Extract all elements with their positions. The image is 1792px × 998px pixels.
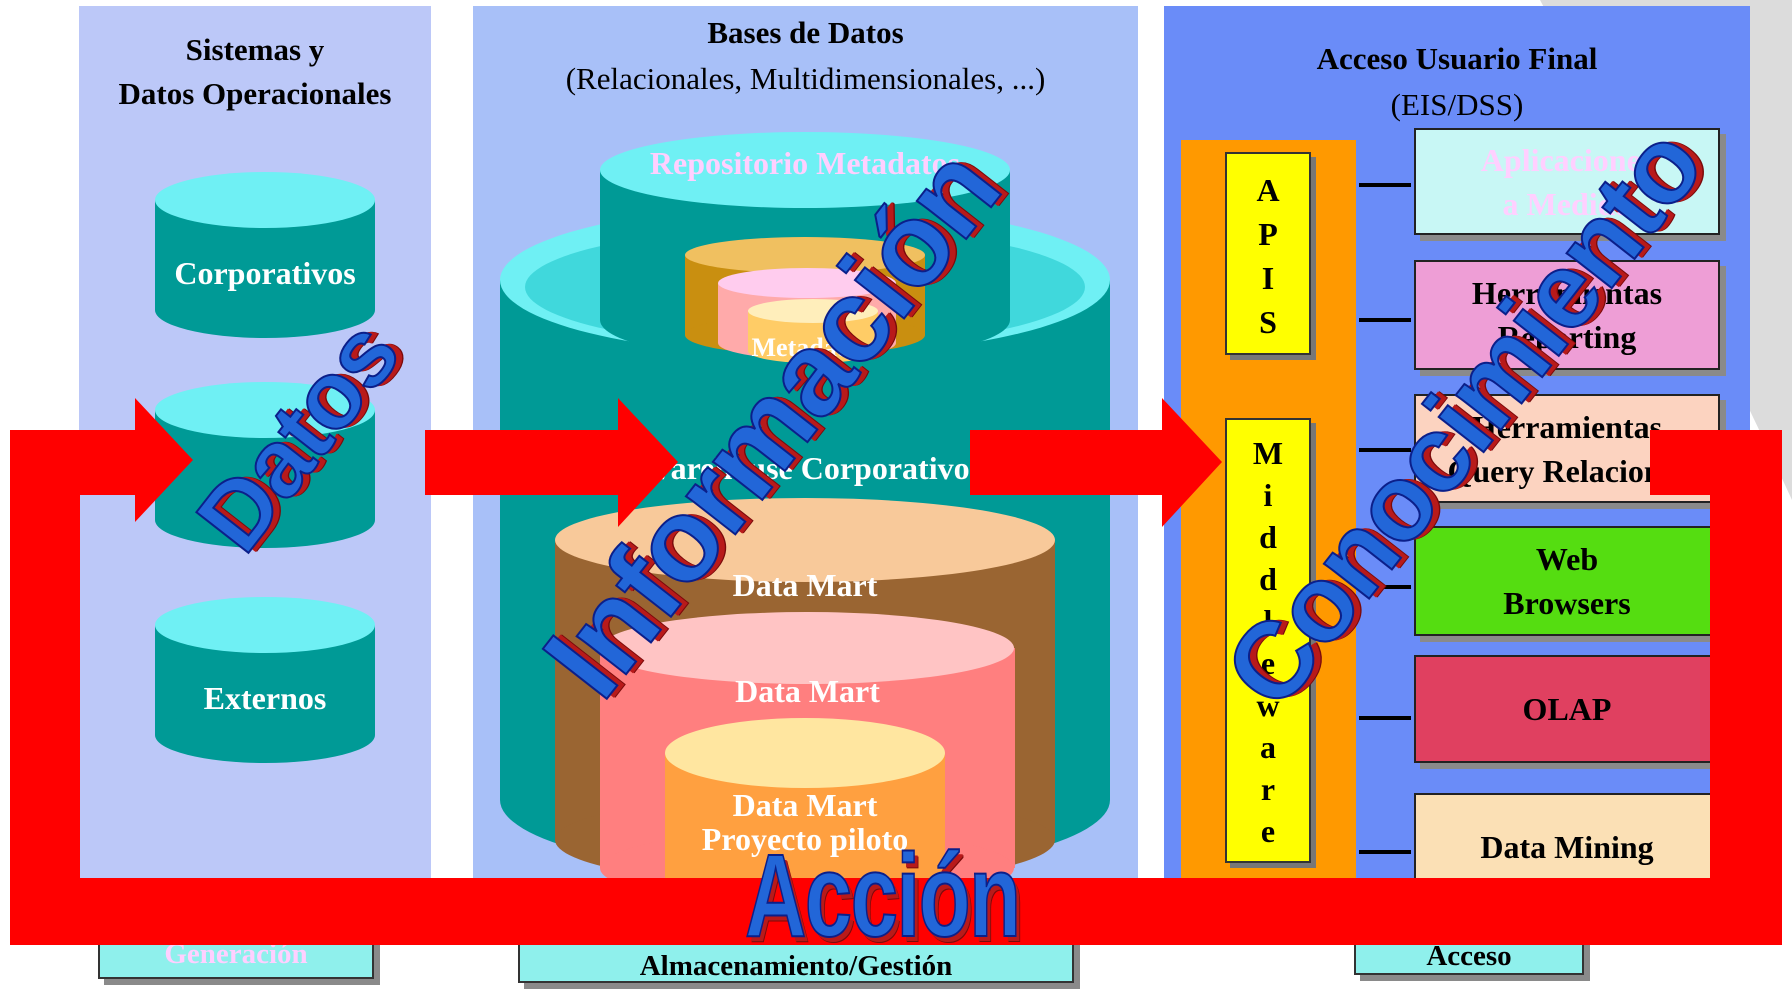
tool-custom-apps: Aplicaciones a Medida — [1414, 128, 1720, 235]
tool-line: Browsers — [1503, 585, 1631, 621]
connector-line — [1359, 318, 1411, 322]
middleware-letter: d — [1259, 519, 1277, 555]
data-mart-1-label: Data Mart — [732, 567, 878, 603]
tool-line: Data Mining — [1480, 829, 1654, 865]
data-mart-3-label: Data Mart Proyecto piloto — [660, 788, 950, 856]
operational-title: Sistemas y Datos Operacionales — [79, 28, 431, 116]
access-subtitle: (EIS/DSS) — [1390, 87, 1524, 122]
middleware-letter: r — [1260, 771, 1276, 807]
apis-letter: S — [1259, 304, 1277, 340]
tool-line: a Medida — [1502, 185, 1632, 222]
tool-line: Web — [1535, 541, 1599, 577]
middleware-letter: e — [1260, 645, 1276, 681]
repository-label: Repositorio Metadatos — [649, 145, 961, 181]
apis-box: A P I S — [1225, 152, 1311, 355]
metadata-label: Metadatos — [751, 333, 869, 362]
databases-title: Bases de Datos (Relacionales, Multidimen… — [473, 10, 1138, 102]
tool-line: Herramientas — [1471, 275, 1663, 311]
access-title-line: Acceso Usuario Final — [1316, 41, 1598, 76]
databases-subtitle: (Relacionales, Multidimensionales, ...) — [565, 61, 1046, 96]
arrow-informacion-to-conocimiento — [970, 398, 1222, 527]
data-mart-3-cylinder — [665, 718, 945, 911]
connector-line — [1359, 183, 1411, 187]
source-externos: Externos — [203, 680, 327, 716]
middleware-letter: M — [1252, 435, 1284, 471]
connector-line — [1359, 716, 1411, 720]
connector-line — [1359, 850, 1411, 854]
data-mart-2-label: Data Mart — [735, 673, 880, 709]
connector-line — [1359, 585, 1411, 589]
middleware-letter: i — [1263, 477, 1273, 513]
middleware-letter: d — [1259, 561, 1277, 597]
apis-letter: I — [1261, 260, 1275, 296]
cylinder-externos — [155, 597, 375, 763]
operational-title-line2: Datos Operacionales — [118, 76, 392, 111]
warehouse-label: Warehouse Corporativo — [640, 450, 970, 486]
data-mart-3-line2: Proyecto piloto — [701, 821, 909, 857]
arrow-datos-to-informacion — [425, 398, 678, 527]
tool-line: Herramientas — [1471, 408, 1663, 445]
databases-title-line: Bases de Datos — [707, 15, 904, 50]
operational-title-line1: Sistemas y — [185, 32, 325, 67]
tool-line: OLAP — [1522, 691, 1612, 727]
access-title: Acceso Usuario Final (EIS/DSS) — [1164, 36, 1750, 128]
middleware-letter: l — [1263, 603, 1273, 639]
loop-band — [10, 398, 1782, 945]
word-accion: Acción — [744, 829, 1022, 963]
cylinder-source-2 — [155, 382, 375, 548]
tool-line: Query Relacional — [1447, 452, 1687, 489]
middleware-box: M i d d l e w a r e — [1225, 418, 1311, 863]
metadata-cylinders — [685, 237, 925, 363]
tool-olap: OLAP — [1414, 655, 1720, 763]
connector-line — [1359, 448, 1411, 452]
apis-letter: A — [1256, 172, 1280, 208]
source-corporativos: Corporativos — [174, 255, 356, 291]
tool-line: Reporting — [1497, 319, 1637, 355]
cylinder-corporativos — [155, 172, 375, 338]
middleware-letter: a — [1260, 729, 1276, 765]
middleware-letter: e — [1260, 813, 1276, 849]
data-mart-3-line1: Data Mart — [732, 787, 878, 823]
tool-line: Aplicaciones — [1480, 141, 1654, 178]
middleware-letter: w — [1256, 687, 1280, 723]
apis-letter: P — [1258, 216, 1278, 252]
